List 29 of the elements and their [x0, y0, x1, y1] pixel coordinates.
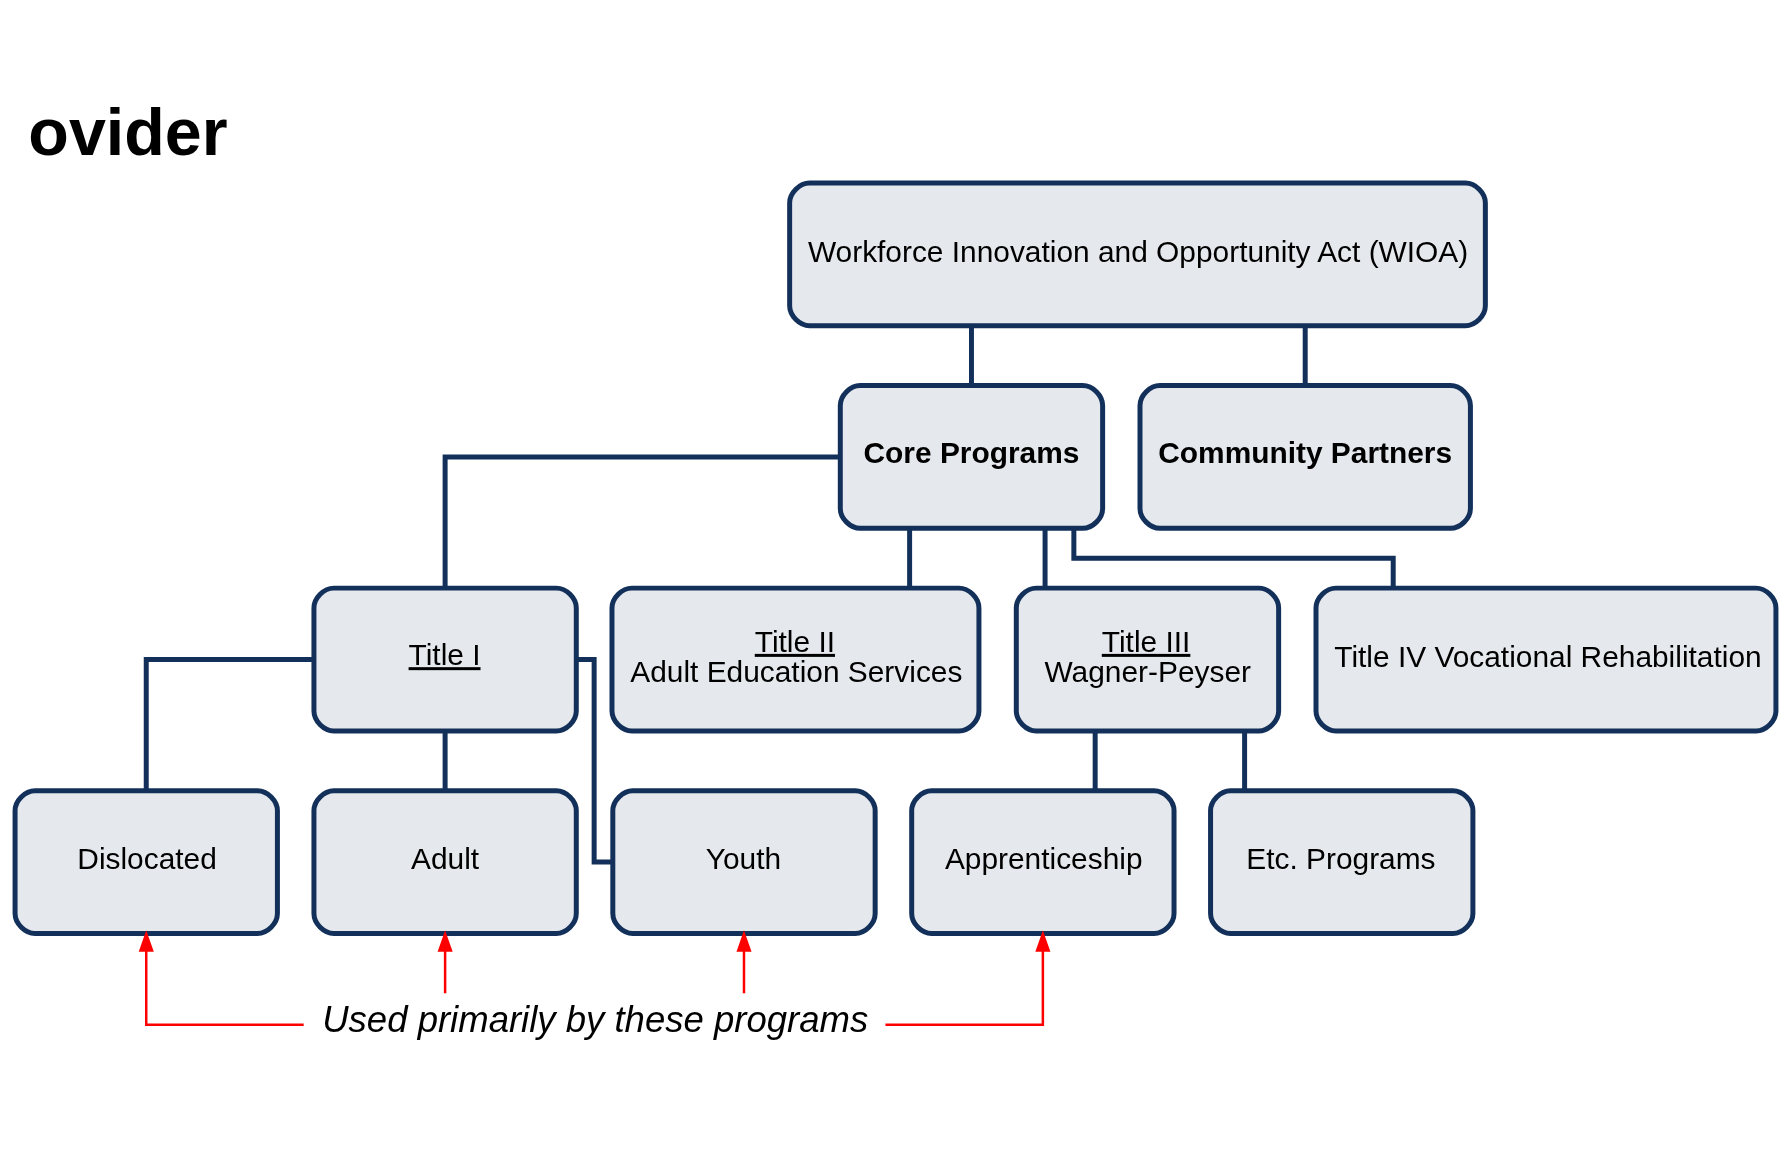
node-box: Core Programs [837, 383, 1106, 531]
connector [1042, 528, 1048, 589]
node-box: Dislocated [12, 788, 280, 936]
arrow [437, 930, 453, 994]
arrow [885, 930, 1051, 1027]
connector [576, 657, 613, 865]
node-box: Title III Wagner-Peyser [1013, 585, 1282, 734]
node-box: Apprenticeship [909, 788, 1177, 936]
connector [143, 657, 314, 791]
arrow [138, 930, 304, 1027]
connector [442, 454, 840, 589]
connector [1071, 528, 1396, 589]
connector [968, 325, 974, 386]
node-box: Community Partners [1137, 383, 1473, 531]
connector [1092, 730, 1098, 791]
node-box: Workforce Innovation and Opportunity Act (WIOA) [787, 180, 1488, 329]
node-box: Title II Adult Education Services [609, 585, 982, 734]
connector [907, 528, 913, 589]
node-box: Youth [610, 788, 878, 936]
arrow [736, 930, 752, 994]
node-text: Used primarily by these programs [322, 999, 869, 1041]
connector [1242, 730, 1248, 791]
connector [1302, 325, 1308, 386]
connector [442, 730, 448, 791]
node-box: Title I [311, 585, 579, 734]
diagram-title: ovider [28, 94, 228, 169]
node-box: Adult [311, 788, 579, 936]
node-box: Etc. Programs [1208, 788, 1476, 936]
node-box: Title IV Vocational Rehabilitation [1313, 585, 1779, 734]
